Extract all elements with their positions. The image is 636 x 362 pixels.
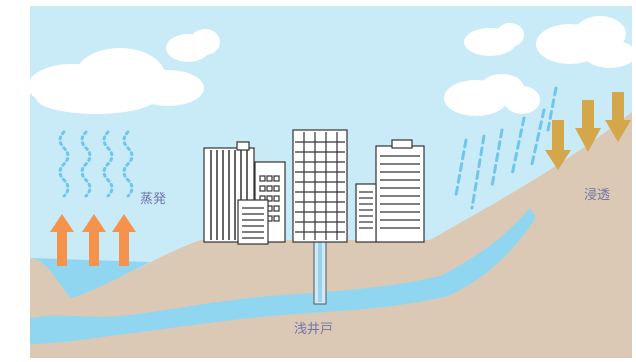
groundwater-stream (30, 208, 536, 344)
evaporation-arrow-icon (82, 214, 106, 266)
cloud-icon (536, 16, 636, 68)
building-icon (237, 199, 269, 245)
ground (30, 112, 632, 358)
cloud-icon (166, 29, 220, 62)
infiltration-arrow-icon (605, 92, 631, 142)
evaporation-arrow-icon (112, 214, 136, 266)
cloud-icon (28, 48, 204, 114)
building-icon (292, 129, 348, 243)
well-pipe-icon (313, 237, 327, 305)
rain-icon (454, 86, 558, 210)
evaporation-vapor (58, 130, 134, 198)
infiltration-label: 浸透 (584, 188, 611, 203)
building-icon (375, 139, 425, 243)
shallow-well-label: 浅井戸 (294, 322, 334, 337)
pond (30, 258, 150, 298)
cloud-icon (444, 74, 540, 116)
infiltration-arrow-icon (545, 120, 571, 170)
evaporation-arrow-icon (50, 214, 74, 266)
building-icon (355, 183, 377, 243)
cloud-icon (464, 23, 524, 56)
evaporation-label: 蒸発 (140, 192, 167, 207)
infiltration-arrow-icon (575, 100, 601, 152)
